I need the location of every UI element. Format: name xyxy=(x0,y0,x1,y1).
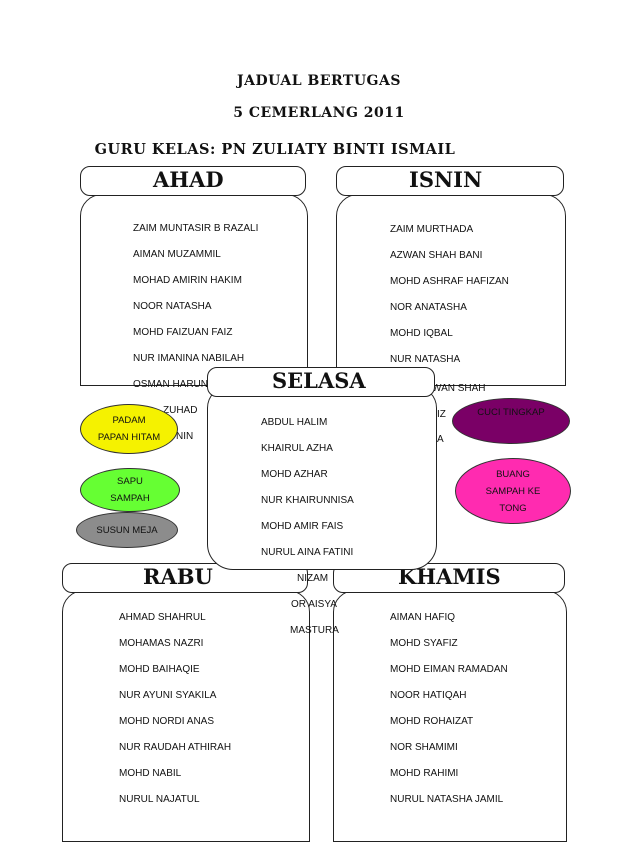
list-item: NUR RAUDAH ATHIRAH xyxy=(119,742,232,753)
rabu-box xyxy=(62,590,310,842)
list-item: MOHD FAIZUAN FAIZ xyxy=(133,327,233,338)
list-item: NOR SHAMIMI xyxy=(390,742,458,753)
selasa-names: ABDUL HALIM KHAIRUL AZHA MOHD AZHAR NUR … xyxy=(261,415,354,571)
list-item: NUR KHAIRUNNISA xyxy=(261,495,354,506)
class-name: 5 CEMERLANG 2011 xyxy=(233,105,405,121)
duty-label: SAPU xyxy=(117,476,143,487)
isnin-name-partial: IZ xyxy=(437,409,446,420)
ahad-name-partial: NIN xyxy=(176,431,194,442)
list-item: NOOR NATASHA xyxy=(133,301,212,312)
duty-label: BUANG xyxy=(496,468,530,480)
duty-sapu-sampah: SAPU SAMPAH xyxy=(80,468,180,512)
list-item: MOHD IQBAL xyxy=(390,328,453,339)
list-item: MOHD BAIHAQIE xyxy=(119,664,200,675)
list-item: AHMAD SHAHRUL xyxy=(119,612,206,623)
duty-label: SAMPAH KE xyxy=(485,485,541,497)
duty-label: CUCI TINGKAP xyxy=(477,407,545,418)
list-item: NOOR HATIQAH xyxy=(390,690,467,701)
selasa-name-partial: MASTURA xyxy=(290,625,339,636)
ahad-label: AHAD xyxy=(153,167,224,192)
khamis-tab: KHAMIS xyxy=(333,563,565,593)
list-item: NUR IMANINA NABILAH xyxy=(133,353,245,364)
list-item: MOHD AMIR FAIS xyxy=(261,521,344,532)
isnin-names: ZAIM MURTHADA AZWAN SHAH BANI MOHD ASHRA… xyxy=(390,222,509,378)
list-item: MOHD NORDI ANAS xyxy=(119,716,215,727)
ahad-tab: AHAD xyxy=(80,166,306,196)
list-item: MOHD SYAFIZ xyxy=(390,638,458,649)
list-item: MOHD ASHRAF HAFIZAN xyxy=(390,276,509,287)
list-item: NURUL AINA FATINI xyxy=(261,547,354,558)
list-item: MOHD NABIL xyxy=(119,768,182,779)
list-item: MOHD AZHAR xyxy=(261,469,328,480)
class-teacher: GURU KELAS: PN ZULIATY BINTI ISMAIL xyxy=(94,141,456,158)
list-item: ZAIM MUNTASIR B RAZALI xyxy=(133,223,259,234)
list-item: MOHD RAHIMI xyxy=(390,768,459,779)
duty-label: TONG xyxy=(499,502,527,514)
isnin-name-partial: WAN SHAH xyxy=(432,383,486,394)
duty-label: PADAM xyxy=(112,415,146,426)
list-item: NOR ANATASHA xyxy=(390,302,467,313)
isnin-tab: ISNIN xyxy=(336,166,564,196)
ahad-name-partial: ZUHAD xyxy=(163,405,198,416)
selasa-box xyxy=(207,386,437,570)
selasa-tab: SELASA xyxy=(207,367,435,397)
khamis-box xyxy=(333,590,567,842)
selasa-label: SELASA xyxy=(272,368,366,393)
schedule-title: JADUAL BERTUGAS xyxy=(237,73,401,89)
rabu-label: RABU xyxy=(143,564,213,589)
list-item: NURUL NAJATUL xyxy=(119,794,200,805)
duty-label: SUSUN MEJA xyxy=(96,524,158,536)
list-item: OSMAN HARUN xyxy=(133,379,209,390)
list-item: AZWAN SHAH BANI xyxy=(390,250,483,261)
selasa-name-partial: NIZAM xyxy=(297,573,329,584)
ahad-box xyxy=(80,194,308,386)
list-item: KHAIRUL AZHA xyxy=(261,443,333,454)
rabu-names: AHMAD SHAHRUL MOHAMAS NAZRI MOHD BAIHAQI… xyxy=(119,610,231,818)
duty-padam-papan-hitam: PADAM PAPAN HITAM xyxy=(80,404,178,454)
list-item: ABDUL HALIM xyxy=(261,417,328,428)
duty-label: PAPAN HITAM xyxy=(97,432,161,443)
isnin-name-partial: A xyxy=(437,434,444,445)
duty-cuci-tingkap: CUCI TINGKAP xyxy=(452,398,570,444)
list-item: NUR AYUNI SYAKILA xyxy=(119,690,217,701)
duty-label: SAMPAH xyxy=(110,493,150,504)
list-item: MOHD EIMAN RAMADAN xyxy=(390,664,508,675)
list-item: NURUL NATASHA JAMIL xyxy=(390,794,504,805)
isnin-label: ISNIN xyxy=(409,167,483,192)
duty-susun-meja: SUSUN MEJA xyxy=(76,512,178,548)
duty-buang-sampah-ke-tong: BUANG SAMPAH KE TONG xyxy=(455,458,571,524)
selasa-name-partial: OR AISYA xyxy=(291,599,337,610)
list-item: NUR NATASHA xyxy=(390,354,461,365)
khamis-names: AIMAN HAFIQ MOHD SYAFIZ MOHD EIMAN RAMAD… xyxy=(390,610,508,818)
list-item: AIMAN HAFIQ xyxy=(390,612,456,623)
list-item: ZAIM MURTHADA xyxy=(390,224,474,235)
list-item: AIMAN MUZAMMIL xyxy=(133,249,221,260)
list-item: MOHD ROHAIZAT xyxy=(390,716,474,727)
list-item: MOHAMAS NAZRI xyxy=(119,638,204,649)
ahad-names: ZAIM MUNTASIR B RAZALI AIMAN MUZAMMIL MO… xyxy=(133,221,258,403)
list-item: MOHAD AMIRIN HAKIM xyxy=(133,275,242,286)
